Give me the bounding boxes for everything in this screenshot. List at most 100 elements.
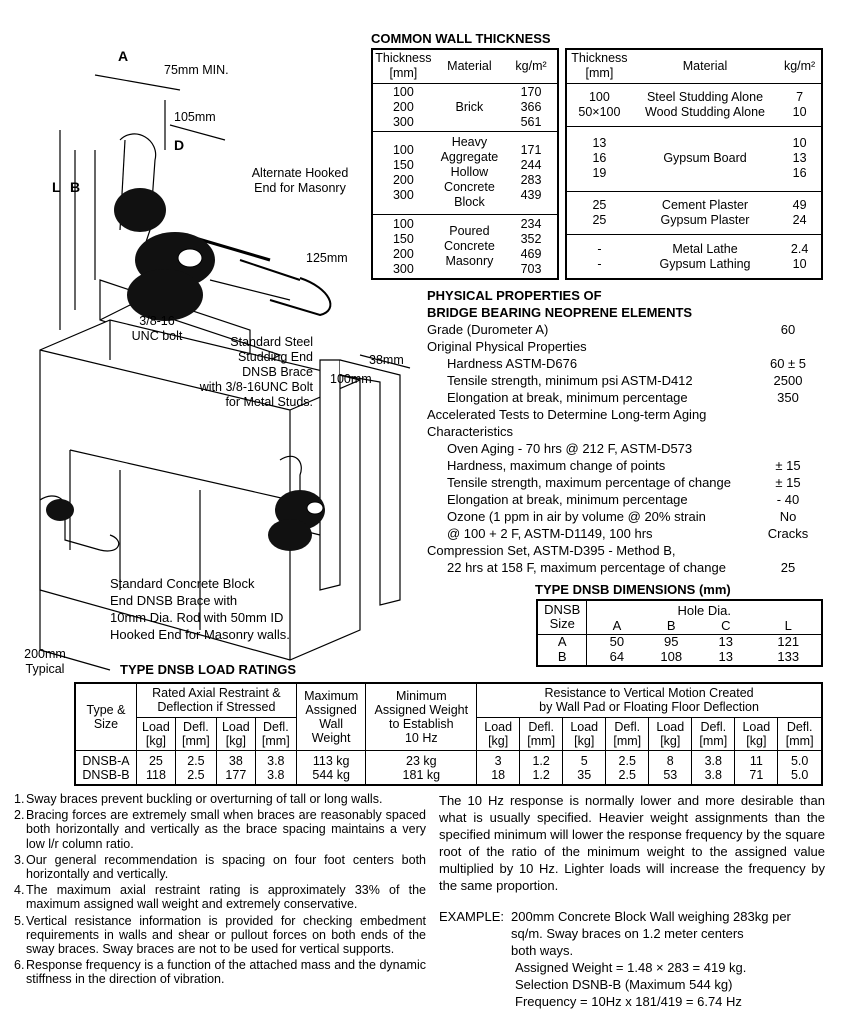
load-subheaders: Load[kg]Defl.[mm]Load[kg]Defl.[mm]Load[k… — [75, 716, 823, 752]
dim-125-label: 125mm — [306, 251, 348, 265]
example-line-6: Frequency = 10Hz x 181/419 = 6.74 Hz — [515, 994, 742, 1009]
example-line-1: 200mm Concrete Block Wall weighing 283kg… — [511, 909, 791, 924]
props-row-label: Oven Aging - 70 hrs @ 212 F, ASTM-D573 — [447, 441, 693, 456]
min-75-label: 75mm MIN. — [164, 63, 229, 77]
load-title: TYPE DNSB LOAD RATINGS — [120, 662, 296, 677]
example-line-5: Selection DSNB-B (Maximum 544 kg) — [515, 977, 733, 992]
brace-illustration — [39, 74, 411, 671]
col-defl: Defl.[mm] — [174, 716, 217, 752]
dims-col-l: L — [784, 617, 792, 633]
col-type-size: Type &Size — [74, 682, 137, 752]
props-row-label: Accelerated Tests to Determine Long-term… — [427, 407, 707, 422]
standard-steel-label: Standard Steel Studding End DNSB Brace w… — [199, 335, 313, 409]
dim-100-label: 100mm — [330, 372, 372, 386]
dim-a-label: A — [118, 48, 129, 64]
props-row-label: Original Physical Properties — [427, 339, 587, 354]
col-material: Material — [433, 49, 506, 84]
example-line-2: sq/m. Sway braces on 1.2 meter centers — [511, 926, 744, 941]
props-row-value: - 40 — [776, 492, 800, 507]
props-title-2: BRIDGE BEARING NEOPRENE ELEMENTS — [427, 305, 693, 320]
props-row-label: Compression Set, ASTM-D395 - Method B, — [427, 543, 676, 558]
dim-105-label: 105mm — [174, 110, 216, 124]
props-row-label: Tensile strength, minimum psi ASTM-D412 — [447, 373, 693, 388]
col-thickness: Thickness[mm] — [372, 49, 434, 84]
props-row-value: 350 — [777, 390, 799, 405]
props-row-label: Grade (Durometer A) — [427, 322, 549, 337]
props-row-value: ± 15 — [775, 458, 801, 473]
load-ratings-table: Type &Size Rated Axial Restraint &Deflec… — [74, 682, 823, 786]
props-row-value: 2500 — [773, 373, 803, 388]
note-item: 1.Sway braces prevent buckling or overtu… — [14, 792, 383, 806]
dim-b-label: B — [70, 179, 81, 195]
dims-title: TYPE DNSB DIMENSIONS (mm) — [535, 582, 731, 597]
props-row-label: Tensile strength, maximum percentage of … — [447, 475, 731, 490]
props-row-value: 60 ± 5 — [769, 356, 807, 371]
props-row-label: Elongation at break, minimum percentage — [447, 492, 688, 507]
note-item: 5.Vertical resistance information is pro… — [14, 913, 426, 957]
col-load: Load[kg] — [562, 716, 607, 752]
dims-col-b: B — [666, 617, 676, 633]
note-item: 3.Our general recommendation is spacing … — [14, 852, 426, 882]
example-line-3: both ways. — [511, 943, 574, 958]
col-defl: Defl.[mm] — [605, 716, 650, 752]
standard-concrete-label: Standard Concrete Block End DNSB Brace w… — [110, 576, 290, 642]
col-rated: Rated Axial Restraint &Deflection if Str… — [135, 682, 297, 718]
col-load: Load[kg] — [648, 716, 693, 752]
dim-l-label: L — [52, 179, 61, 195]
props-row-label: Characteristics — [427, 424, 513, 439]
props-row-value: ± 15 — [775, 475, 801, 490]
props-row-value: No — [779, 509, 797, 524]
props-row-label: Hardness ASTM-D676 — [447, 356, 578, 371]
dim-d-label: D — [174, 137, 185, 153]
props-row-value: 60 — [780, 322, 796, 337]
alternate-hooked-label: Alternate Hooked End for Masonry — [251, 166, 349, 195]
dim-38-label: 38mm — [369, 353, 404, 367]
col-defl: Defl.[mm] — [519, 716, 564, 752]
col-defl: Defl.[mm] — [777, 716, 823, 752]
note-item: 4.The maximum axial restraint rating is … — [14, 883, 426, 912]
col-load: Load[kg] — [476, 716, 521, 752]
props-row-label: Hardness, maximum change of points — [447, 458, 666, 473]
example-line-4: Assigned Weight = 1.48 × 283 = 419 kg. — [515, 960, 747, 975]
col-load: Load[kg] — [215, 716, 256, 752]
bolt-label: 3/8-16 UNC bolt — [131, 314, 183, 343]
col-kg: kg/m² — [505, 49, 558, 84]
col-defl: Defl.[mm] — [254, 716, 297, 752]
col-load: Load[kg] — [734, 716, 779, 752]
props-row-label: Ozone (1 ppm in air by volume @ 20% stra… — [447, 509, 706, 524]
props-row-value: Cracks — [767, 526, 809, 541]
example-label: EXAMPLE: — [439, 909, 505, 924]
props-row-label: @ 100 + 2 F, ASTM-D1149, 100 hrs — [447, 526, 653, 541]
note-item: 2.Bracing forces are extremely small whe… — [14, 808, 426, 851]
col-defl: Defl.[mm] — [691, 716, 736, 752]
props-row-label: Elongation at break, minimum percentage — [447, 390, 688, 405]
dims-col-c: C — [721, 617, 731, 633]
response-text: The 10 Hz response is normally lower and… — [439, 793, 825, 893]
col-material: Material — [631, 49, 779, 84]
